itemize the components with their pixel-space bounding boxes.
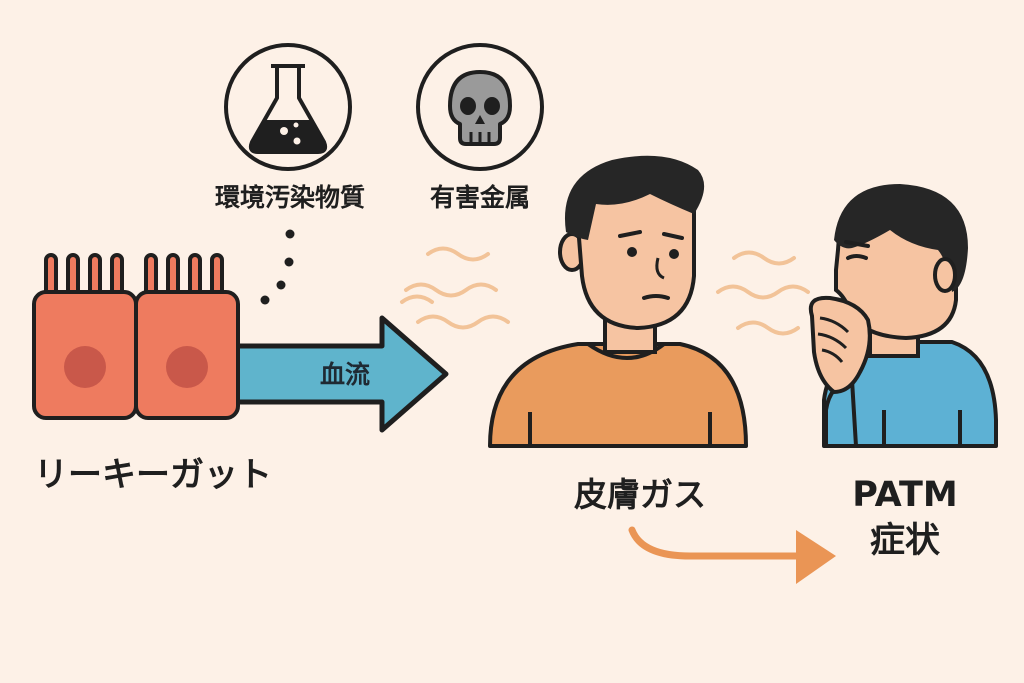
man-orange-shirt — [488, 155, 748, 448]
dotted-connector — [260, 229, 295, 305]
toxic-metals-label: 有害金属 — [429, 183, 530, 212]
environmental-pollutants-label: 環境汚染物質 — [214, 183, 365, 212]
wavy-lines-icon — [716, 250, 810, 336]
arrow-right-icon — [229, 315, 449, 433]
skin-gas-label: 皮膚ガス — [574, 475, 706, 514]
blood-flow-label: 血流 — [319, 360, 370, 389]
skull-icon — [416, 43, 544, 171]
intestinal-cells-icon — [32, 253, 240, 420]
wavy-lines-icon — [400, 246, 510, 330]
patm-label: PATM — [852, 475, 958, 515]
leaky-gut-label: リーキーガット — [34, 455, 272, 495]
man-blue-shirt — [808, 184, 998, 448]
flow-arrow — [628, 526, 836, 584]
symptoms-label: 症状 — [869, 521, 940, 561]
flask-icon — [224, 43, 352, 171]
